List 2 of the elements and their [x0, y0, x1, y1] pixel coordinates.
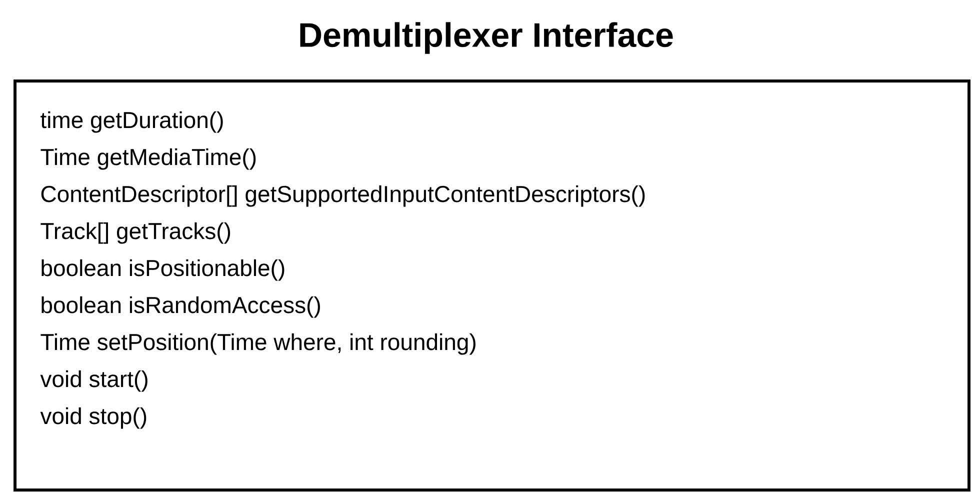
class-box: time getDuration() Time getMediaTime() ContentDescriptor[] getSupportedInputContentDescriptors() Track[] getTracks() boolean isPositionable() boolean isRandomAccess() Time setPosition(Time where, int rounding) void start() void stop()	[14, 80, 970, 492]
title: Demultiplexer Interface	[300, 22, 673, 54]
